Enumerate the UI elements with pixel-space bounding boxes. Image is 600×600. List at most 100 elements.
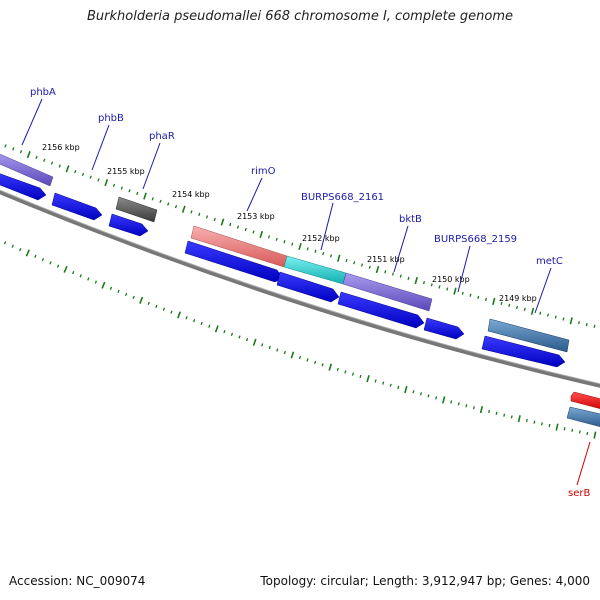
gene-labels: phbA phbB phaR rimO BURPS668_2161 bktB BURPS66… [21, 87, 591, 499]
outer-tick [368, 265, 371, 269]
outer-tick [353, 261, 356, 265]
outer-tick [190, 210, 193, 214]
inner-tick [435, 396, 438, 400]
gene-bar-serb-upper[interactable] [570, 391, 600, 410]
cds-arrow-phba[interactable] [0, 172, 47, 201]
inner-tick [382, 381, 385, 385]
cds-arrow-burps668-2159[interactable] [423, 317, 465, 340]
outer-tick [306, 247, 309, 251]
outer-tick [128, 189, 131, 193]
outer-tick [384, 270, 387, 274]
outer-tick [252, 230, 255, 234]
inner-tick [336, 367, 339, 372]
gene-label-rimo[interactable]: rimO [251, 166, 276, 177]
outer-tick [89, 175, 92, 179]
outer-tick [136, 191, 139, 196]
inner-tick [397, 385, 400, 390]
outer-tick [578, 321, 580, 325]
leader-line-bktb [393, 225, 409, 273]
inner-tick [25, 249, 30, 257]
outer-tick [220, 218, 225, 226]
accession-label: Accession: NC_009074 [9, 574, 146, 588]
scale-label: 2152 kbp [302, 234, 340, 243]
inner-tick [94, 280, 98, 284]
gene-lane [0, 152, 600, 428]
inner-tick [450, 400, 453, 404]
gene-label-phbb[interactable]: phbB [98, 113, 124, 124]
outer-tick [159, 199, 162, 204]
inner-tick [290, 351, 295, 359]
scale-label: 2154 kbp [172, 190, 210, 199]
outer-tick [205, 215, 209, 219]
leader-line-rimo [246, 177, 263, 212]
scale-label: 2149 kbp [499, 294, 537, 303]
inner-tick [571, 428, 574, 432]
gene-label-metc[interactable]: metC [536, 256, 563, 267]
outer-tick [174, 204, 178, 209]
gene-bar-steel-edge[interactable] [566, 406, 600, 428]
cds-arrow-phbb[interactable] [51, 192, 103, 221]
inner-tick [208, 324, 211, 328]
leader-line-burps668-2159 [457, 245, 471, 293]
cds-arrow-burps668-2161[interactable] [276, 271, 340, 303]
inner-tick [306, 358, 309, 362]
outer-tick [112, 183, 116, 188]
outer-tick [283, 240, 286, 244]
outer-tick [143, 192, 147, 200]
outer-tick [391, 272, 395, 276]
inner-tick [177, 311, 182, 319]
inner-tick [419, 392, 423, 396]
outer-tick [407, 276, 410, 280]
outer-tick [97, 178, 100, 182]
cds-arrow-bktb[interactable] [337, 291, 425, 329]
outer-tick [213, 217, 216, 222]
inner-tick [214, 325, 219, 333]
outer-tick [74, 169, 77, 174]
inner-tick [374, 379, 377, 383]
outer-tick [461, 291, 464, 295]
inner-tick [132, 295, 135, 300]
inner-tick [540, 422, 543, 426]
inner-tick [63, 265, 68, 273]
outer-tick [469, 293, 472, 297]
inner-tick [79, 274, 82, 278]
outer-tick [593, 324, 596, 328]
leader-line-phar [142, 142, 161, 190]
outer-tick [453, 287, 457, 295]
inner-tick [457, 402, 460, 406]
outer-tick [298, 242, 302, 251]
gene-label-phba[interactable]: phbA [30, 87, 56, 98]
gene-bar-phar[interactable] [115, 196, 158, 223]
gene-label-phar[interactable]: phaR [149, 131, 175, 142]
inner-tick [351, 372, 355, 376]
gene-label-serb[interactable]: serB [568, 488, 590, 499]
cds-arrow-metc[interactable] [481, 335, 566, 368]
inner-tick [503, 413, 506, 417]
gene-label-bktb[interactable]: bktB [399, 214, 422, 225]
outer-tick [26, 151, 31, 159]
outer-tick [399, 274, 402, 278]
inner-tick [472, 406, 475, 410]
inner-tick [593, 431, 597, 439]
inner-tick [465, 404, 468, 408]
inner-tick [525, 418, 528, 423]
gene-bar-phba[interactable] [0, 152, 54, 187]
outer-tick [50, 161, 54, 165]
outer-tick [19, 150, 23, 154]
gene-bar-metc[interactable] [487, 318, 570, 353]
outer-tick [236, 225, 240, 229]
gene-label-burps668-2161[interactable]: BURPS668_2161 [301, 192, 384, 203]
leader-line-burps668-2161 [320, 202, 334, 251]
inner-tick [283, 350, 287, 355]
inner-tick [427, 394, 430, 398]
inner-tick [230, 332, 234, 337]
inner-tick [366, 375, 370, 383]
inner-tick [586, 431, 589, 436]
outer-tick [375, 265, 380, 274]
scale-label: 2156 kbp [42, 143, 80, 152]
cds-arrow-phar[interactable] [108, 213, 149, 237]
gene-bar-bktb[interactable] [342, 272, 433, 312]
gene-label-burps668-2159[interactable]: BURPS668_2159 [434, 234, 517, 245]
inner-tick [555, 423, 559, 431]
